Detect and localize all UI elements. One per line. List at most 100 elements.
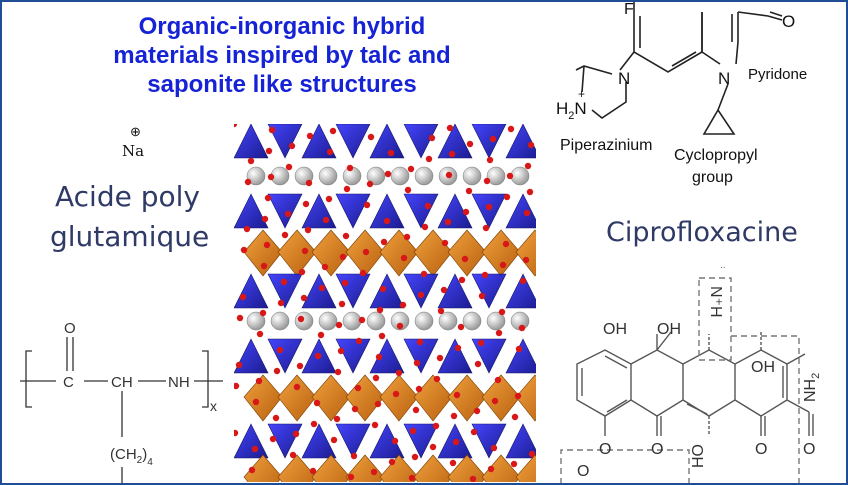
- interlayer-sphere: [414, 311, 434, 331]
- tetrahedron: [505, 193, 536, 229]
- interlayer-sphere: [366, 311, 386, 331]
- piperazinium-label: Piperazinium: [560, 137, 652, 154]
- nh-group: NH: [168, 374, 190, 391]
- oxygen-atom: [289, 451, 297, 459]
- compound-name-line-1: Acide poly: [55, 180, 200, 213]
- oxygen-atom: [376, 306, 384, 314]
- oxygen-4: O: [803, 441, 815, 458]
- oxygen-atom: [309, 467, 317, 475]
- oxygen-atom: [380, 238, 388, 246]
- octahedron: [481, 454, 521, 482]
- oxygen-atom: [236, 314, 244, 322]
- tetrahedron: [234, 338, 269, 374]
- oxygen-atom: [462, 208, 470, 216]
- oxygen-atom: [333, 415, 341, 423]
- oxygen-atom: [363, 201, 371, 209]
- oxygen-atom: [518, 324, 526, 332]
- ammonium-nh: N⁺H: [707, 286, 724, 318]
- octahedron: [413, 374, 453, 422]
- tetrahedron: [234, 193, 269, 229]
- oxygen-atom: [355, 337, 363, 345]
- pyridone-label: Pyridone: [748, 66, 807, 83]
- oxygen-atom: [261, 215, 269, 223]
- tetrahedron: [301, 124, 337, 159]
- tetrahedron: [471, 124, 507, 159]
- oxygen-atom: [367, 133, 375, 141]
- oxygen-atom: [450, 412, 458, 420]
- oxygen-atom: [335, 321, 343, 329]
- tetrahedron: [505, 338, 536, 374]
- oxygen-atom: [411, 453, 419, 461]
- tetrahedron: [403, 193, 439, 229]
- oxygen-atom: [330, 436, 338, 444]
- oxygen-atom: [235, 361, 243, 369]
- oxygen-atom: [347, 473, 355, 481]
- oxygen-atom: [265, 147, 273, 155]
- tetrahedron: [505, 423, 536, 459]
- interlayer-sphere: [246, 311, 266, 331]
- tetrahedron: [335, 193, 371, 229]
- sodium-charge: ⊕: [130, 124, 141, 139]
- oxygen-atom: [482, 224, 490, 232]
- oxygen-atom: [466, 140, 474, 148]
- ciprofloxacine-structure: F O N N H2N + Pyridone Piperazinium Cycl…: [556, 2, 807, 186]
- ch-group: CH: [111, 374, 133, 391]
- oxygen-atom: [527, 141, 535, 149]
- hydroxyl-mid: OH: [657, 321, 681, 338]
- octahedron: [311, 454, 351, 482]
- oxygen-atom: [375, 353, 383, 361]
- oxygen-atom: [477, 339, 485, 347]
- oxygen-atom: [322, 216, 330, 224]
- figure-title: Organic-inorganic hybrid materials inspi…: [42, 12, 522, 99]
- tetrahedron: [369, 193, 405, 229]
- hydroxyl-left: OH: [603, 321, 627, 338]
- oxygen-atom: [359, 269, 367, 277]
- octahedron: [311, 229, 351, 277]
- octahedron: [481, 229, 521, 277]
- tetrahedron: [335, 124, 371, 159]
- oxygen-atom: [281, 231, 289, 239]
- oxygen-atom: [313, 399, 321, 407]
- carbonyl-oxygen-cipro: O: [782, 12, 795, 31]
- oxygen-atom: [298, 268, 306, 276]
- octahedron: [379, 229, 419, 277]
- oxygen-atom: [428, 134, 436, 142]
- tetrahedron: [369, 273, 405, 309]
- carbon-atom: C: [63, 374, 74, 391]
- oxygen-atom: [416, 338, 424, 346]
- oxygen-atom: [297, 315, 305, 323]
- oxygen-atom: [251, 445, 259, 453]
- oxygen-atom: [321, 263, 329, 271]
- oxygen-atom: [448, 150, 456, 158]
- tetrahedron: [267, 193, 303, 229]
- oxygen-atom: [491, 397, 499, 405]
- oxygen-atom: [396, 322, 404, 330]
- oxygen-atom: [346, 164, 354, 172]
- oxygen-atom: [306, 132, 314, 140]
- tetrahedron: [437, 124, 473, 159]
- oxygen-atom: [326, 148, 334, 156]
- interlayer-sphere: [438, 311, 458, 331]
- oxygen-atom: [487, 465, 495, 473]
- oxygen-atom: [503, 193, 511, 201]
- octahedron: [447, 374, 487, 422]
- oxygen-atom: [387, 149, 395, 157]
- oxygen-atom: [436, 354, 444, 362]
- octahedron: [515, 229, 536, 277]
- oxygen-5: O: [577, 463, 589, 480]
- oxygen-atom: [338, 300, 346, 308]
- oxygen-atom: [483, 177, 491, 185]
- oxygen-atom: [498, 308, 506, 316]
- octahedron: [243, 374, 283, 422]
- oxygen-atom: [444, 218, 452, 226]
- oxygen-atom: [473, 407, 481, 415]
- oxygen-atom: [400, 254, 408, 262]
- oxygen-atom: [425, 155, 433, 163]
- octahedron: [379, 454, 419, 482]
- oxygen-atom: [506, 172, 514, 180]
- oxygen-atom: [339, 253, 347, 261]
- oxygen-atom: [522, 256, 530, 264]
- oxygen-atom: [285, 163, 293, 171]
- oxygen-atom: [514, 392, 522, 400]
- oxygen-atom: [474, 360, 482, 368]
